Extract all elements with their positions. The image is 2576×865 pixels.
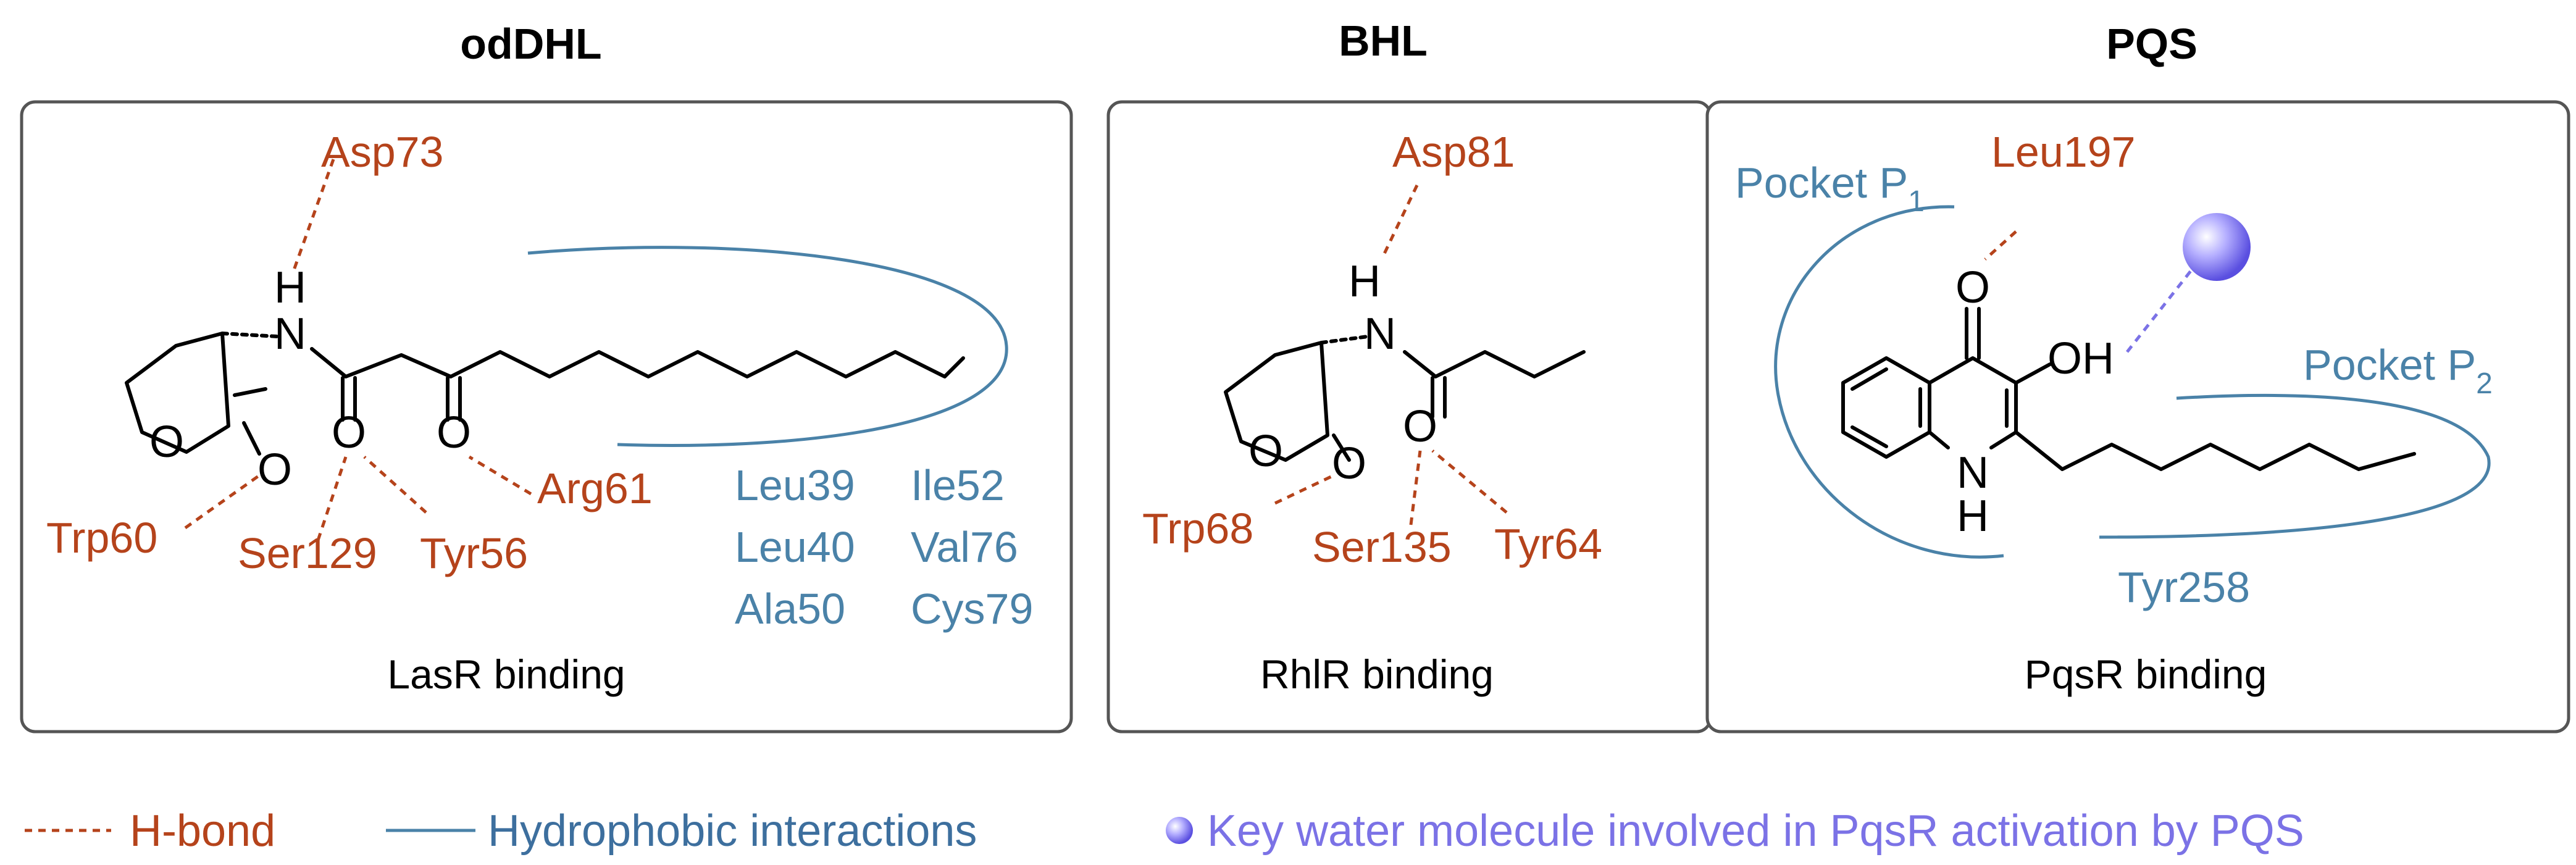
pocket-p1-subscript: 1	[1908, 185, 1925, 218]
atom-h: H	[274, 263, 306, 312]
pocket-p2-arc	[2099, 393, 2491, 539]
legend-water-label: Key water molecule involved in PqsR acti…	[1207, 806, 2304, 856]
pocket-p1-label-text: Pocket P	[1735, 159, 1908, 207]
pqs-structure	[1841, 307, 2416, 471]
atom-h-pqs: H	[1957, 491, 1989, 541]
residue-tyr64: Tyr64	[1494, 520, 1602, 568]
atom-o-ring: O	[149, 417, 184, 467]
pocket-p2-label-text: Pocket P	[2303, 341, 2476, 389]
hbond-line-ser129	[316, 456, 348, 541]
atom-o-lactone-bhl: O	[1332, 439, 1366, 488]
pocket-p1-arc	[1774, 205, 2004, 559]
residue-tyr258: Tyr258	[2118, 563, 2250, 611]
atom-h-bhl: H	[1349, 257, 1381, 306]
legend-hbond-label: H-bond	[130, 806, 275, 856]
atom-o-lactone: O	[257, 445, 292, 495]
legend-water-icon	[1166, 817, 1193, 844]
panel-title-pqs: PQS	[2106, 20, 2198, 68]
hbond-line-trp68	[1274, 474, 1335, 505]
residue-trp68: Trp68	[1142, 504, 1253, 553]
hbond-line-tyr64	[1431, 449, 1508, 514]
pocket-p2-label: Pocket P2	[2303, 341, 2493, 400]
caption-lasr: LasR binding	[387, 651, 625, 697]
residue-ser135: Ser135	[1312, 523, 1452, 571]
legend-hydrophobic-label: Hydrophobic interactions	[488, 806, 977, 856]
water-molecule-icon	[2183, 213, 2251, 281]
caption-rhlr: RhlR binding	[1260, 651, 1494, 697]
atom-n-pqs: N	[1957, 448, 1989, 498]
hbond-line-tyr56	[363, 456, 427, 514]
caption-pqsr: PqsR binding	[2025, 651, 2267, 697]
residue-ile52: Ile52	[911, 461, 1005, 509]
atom-n-bhl: N	[1364, 309, 1396, 359]
panel-title-oddhl: odDHL	[460, 20, 601, 68]
atom-oh-pqs: OH	[2047, 334, 2114, 383]
pocket-p2-subscript: 2	[2476, 367, 2493, 400]
atom-o-keto: O	[437, 408, 471, 458]
atom-o-ring-bhl: O	[1248, 427, 1283, 476]
hbond-line-arg61	[468, 455, 532, 496]
bhl-structure	[1224, 335, 1586, 462]
water-bond-line	[2126, 264, 2196, 353]
hbond-line-trp60	[184, 474, 261, 530]
atom-n: N	[274, 309, 306, 359]
residue-leu40: Leu40	[735, 523, 855, 571]
residue-asp73: Asp73	[321, 128, 443, 176]
residue-trp60: Trp60	[46, 514, 157, 562]
hydrophobic-arc-lasr	[527, 246, 1008, 447]
residue-val76: Val76	[911, 523, 1018, 571]
pqsr-panel	[1705, 100, 2570, 733]
residue-leu39: Leu39	[735, 461, 855, 509]
residue-ser129: Ser129	[238, 529, 377, 577]
residue-arg61: Arg61	[537, 464, 653, 512]
hbond-line-leu197	[1984, 230, 2017, 261]
atom-o-pqs: O	[1955, 263, 1990, 312]
residue-leu197: Leu197	[1991, 128, 2136, 176]
residue-tyr56: Tyr56	[420, 529, 528, 577]
residue-asp81: Asp81	[1392, 128, 1515, 176]
hbond-line-asp73	[291, 159, 335, 272]
oddhl-structure	[125, 332, 965, 456]
atom-o-amide-bhl: O	[1403, 402, 1437, 451]
lasr-panel	[20, 100, 1073, 733]
residue-ala50: Ala50	[735, 585, 845, 633]
panel-title-bhl: BHL	[1339, 17, 1428, 65]
pocket-p1-label: Pocket P1	[1735, 159, 1925, 218]
residue-cys79: Cys79	[911, 585, 1033, 633]
atom-o-amide: O	[332, 408, 366, 458]
